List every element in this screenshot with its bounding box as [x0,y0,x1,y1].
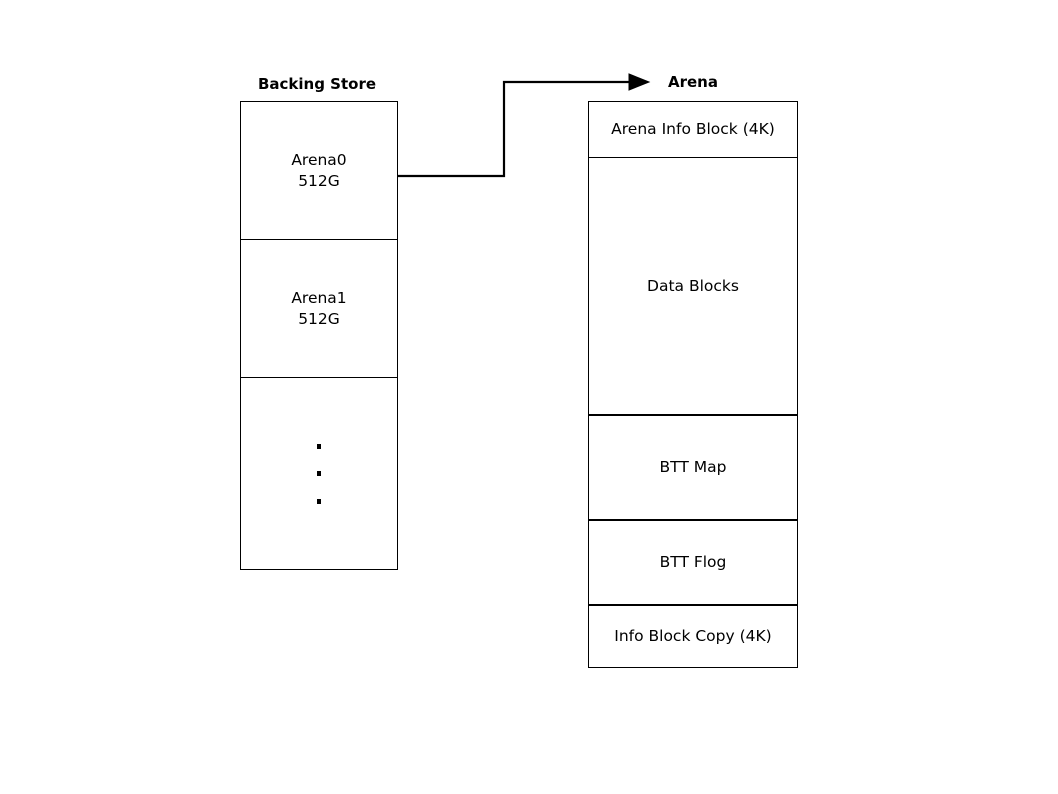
backing-store-segment-arena0[interactable]: Arena0 512G [240,101,398,240]
backing-store-segment-arena1-label: Arena1 512G [291,288,347,328]
arena-segment-btt-map-label: BTT Map [659,458,727,476]
arena-segment-arena-info-block-label: Arena Info Block (4K) [611,120,775,138]
arrowhead-icon [628,73,651,91]
arena-segment-data-blocks-label: Data Blocks [647,276,739,295]
arena-segment-info-block-copy[interactable]: Info Block Copy (4K) [588,605,798,668]
ellipsis-dot [317,471,321,476]
arena-title: Arena [668,73,718,91]
arena-segment-data-blocks[interactable]: Data Blocks [588,157,798,415]
arena-segment-btt-map[interactable]: BTT Map [588,415,798,520]
backing-store-segment-arena0-label: Arena0 512G [291,150,347,190]
arena-segment-btt-flog[interactable]: BTT Flog [588,520,798,605]
arena-segment-info-block-copy-label: Info Block Copy (4K) [614,627,772,645]
arena-segment-arena-info-block[interactable]: Arena Info Block (4K) [588,101,798,158]
backing-store-title: Backing Store [257,75,377,93]
vertical-ellipsis-icon [317,443,321,504]
connector-polyline [398,80,632,178]
arena-segment-btt-flog-label: BTT Flog [659,553,727,571]
ellipsis-dot [317,498,321,504]
ellipsis-dot [317,443,321,449]
backing-store-segment-more-arenas[interactable] [240,377,398,570]
